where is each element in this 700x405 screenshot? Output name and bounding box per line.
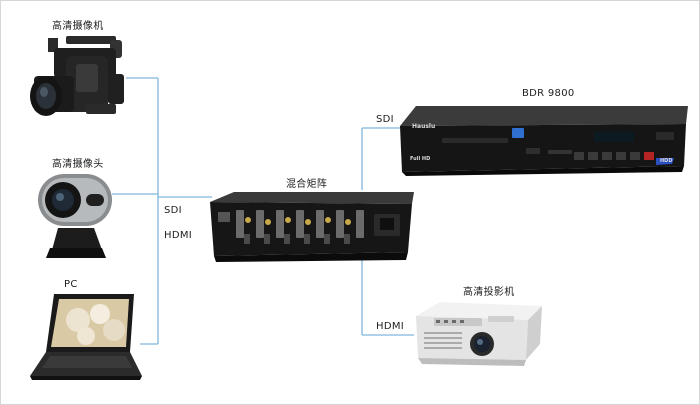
output-sdi-label: SDI [376,114,394,125]
laptop-image [30,294,142,380]
pc-label: PC [64,279,78,290]
matrix-image [210,192,414,262]
webcam-image [38,174,112,258]
output-hdmi-label: HDMI [376,321,404,332]
projector-label: 高清投影机 [463,287,515,298]
recorder-image: Hauslu Full HD HDD [398,102,690,176]
input-hdmi-label: HDMI [164,230,192,241]
input-sdi-label: SDI [164,205,182,216]
camcorder-label: 高清摄像机 [52,21,104,32]
webcam-label: 高清摄像头 [52,159,104,170]
matrix-label: 混合矩阵 [286,179,328,190]
projector-image [416,302,542,366]
recorder-brand: Hauslu [412,123,436,130]
recorder-hdd-badge: HDD [660,158,673,164]
camcorder-image [30,36,124,116]
recorder-label: BDR 9800 [522,88,575,99]
recorder-badge: Full HD [410,156,431,162]
